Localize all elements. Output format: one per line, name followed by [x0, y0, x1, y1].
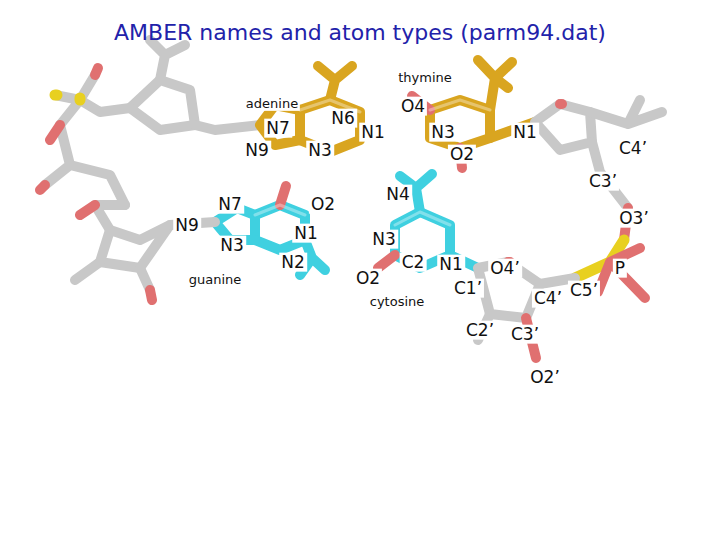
atom-label: N7: [264, 119, 292, 138]
atom-label: N3: [306, 141, 334, 160]
atom-label: N3: [370, 230, 398, 249]
atom-label: O2: [354, 269, 382, 288]
atom-label: N1: [511, 123, 539, 142]
atom-label: C1’: [452, 279, 484, 298]
atom-label: O2: [309, 195, 337, 214]
atom-label: O4’: [488, 259, 522, 278]
molecule-name: adenine: [244, 97, 300, 111]
atom-label: C3’: [509, 325, 541, 344]
molecule-name: cytosine: [368, 295, 427, 309]
atom-label: N9: [243, 141, 271, 160]
atom-label: C4’: [617, 139, 649, 158]
atom-label: C4’: [532, 289, 564, 308]
molecule-name: guanine: [187, 273, 244, 287]
atom-label: C3’: [587, 172, 619, 191]
atom-label: C5’: [568, 281, 600, 300]
atom-label: N1: [359, 123, 387, 142]
molecule-name: thymine: [396, 71, 454, 85]
atom-label: N1: [437, 255, 465, 274]
atom-label: O2: [448, 145, 476, 164]
atom-label: C2’: [464, 321, 496, 340]
atom-label: N1: [292, 224, 320, 243]
atom-label: N9: [173, 216, 201, 235]
atom-label: O2’: [528, 368, 562, 387]
atom-label: C2: [400, 253, 427, 272]
atom-label: N4: [384, 185, 412, 204]
figure-title: AMBER names and atom types (parm94.dat): [114, 20, 606, 45]
atom-label: O4: [399, 97, 427, 116]
atom-label: N6: [329, 109, 357, 128]
atom-label: N3: [429, 123, 457, 142]
atom-label: P: [613, 259, 627, 278]
atom-label: O3’: [617, 209, 651, 228]
atom-label: N2: [279, 253, 307, 272]
atom-label: N3: [218, 236, 246, 255]
atom-label: N7: [216, 195, 244, 214]
